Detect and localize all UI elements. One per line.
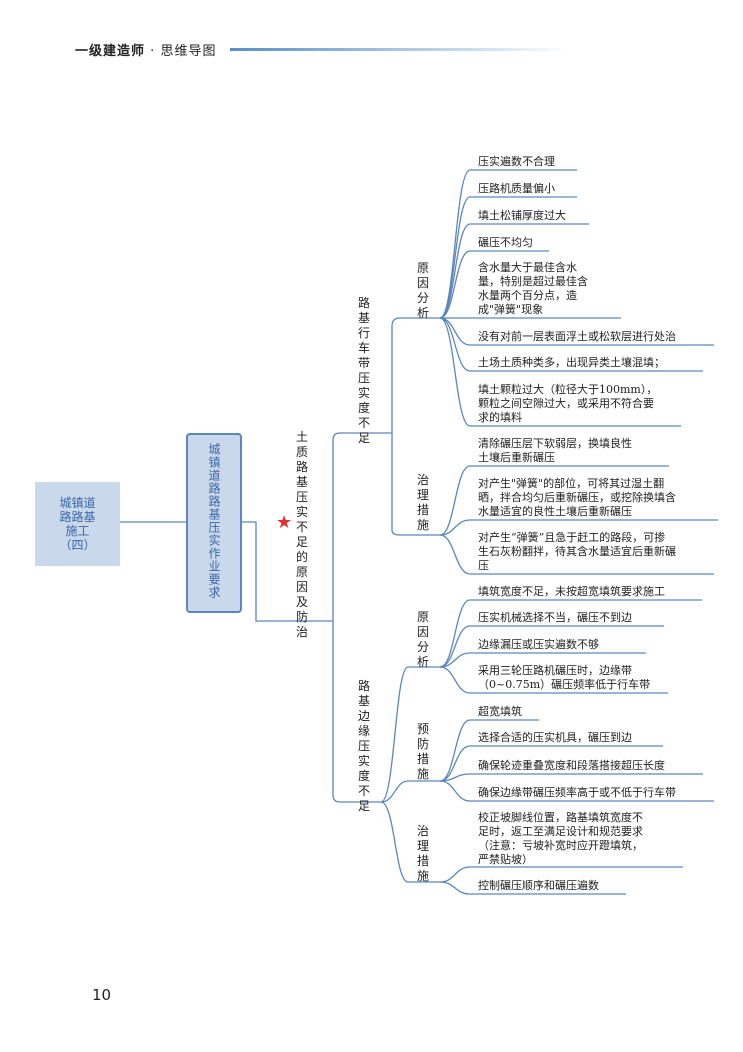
leaf-item: 确保轮迹重叠宽度和段落搭接超压长度 xyxy=(478,759,665,772)
leaf-item: 压实遍数不合理 xyxy=(478,155,555,168)
leaf-item: 土场土质种类多，出现异类土壤混填； xyxy=(478,356,665,369)
level1-node: 城镇道路路基压实作业要求 xyxy=(186,433,242,613)
header-rule xyxy=(230,48,570,51)
leaf-item: 对产生"弹簧"的部位，可将其过湿土翻 晒，拌合均匀后重新碾压，或挖除换填含 水量… xyxy=(478,477,676,518)
group-label: 原因分析 xyxy=(416,261,429,320)
group-label: 治理措施 xyxy=(416,824,429,883)
header-series: 一级建造师 xyxy=(75,44,146,59)
leaf-item: 填土颗粒过大（粒径大于100mm）， 颗粒之间空隙过大，或采用不符合要 求的填料 xyxy=(478,383,658,424)
level1-label: 城镇道路路基压实作业要求 xyxy=(207,443,221,599)
root-label: 城镇道 路路基 施工 （四） xyxy=(59,496,96,552)
group-label: 原因分析 xyxy=(416,610,429,669)
leaf-item: 清除碾压层下软弱层，换填良性 土壤后重新碾压 xyxy=(478,437,632,464)
leaf-item: 没有对前一层表面浮土或松软层进行处治 xyxy=(478,330,676,343)
header-subtitle: 思维导图 xyxy=(160,44,217,59)
leaf-item: 超宽填筑 xyxy=(478,705,522,718)
star-icon: ★ xyxy=(276,512,293,533)
leaf-item: 含水量大于最佳含水 量，特别是超过最佳含 水量两个百分点，造 成"弹簧"现象 xyxy=(478,261,588,316)
leaf-item: 选择合适的压实机具，碾压到边 xyxy=(478,731,632,744)
leaf-item: 确保边缘带碾压频率高于或不低于行车带 xyxy=(478,786,676,799)
leaf-item: 碾压不均匀 xyxy=(478,236,533,249)
page-number: 10 xyxy=(92,986,112,1004)
group-label: 治理措施 xyxy=(416,473,429,532)
leaf-item: 填土松铺厚度过大 xyxy=(478,209,566,222)
header-dot: · xyxy=(150,44,156,59)
leaf-item: 填筑宽度不足，未按超宽填筑要求施工 xyxy=(478,585,665,598)
leaf-item: 控制碾压顺序和碾压遍数 xyxy=(478,879,599,892)
leaf-item: 边缘漏压或压实遍数不够 xyxy=(478,638,599,651)
header-title: 一级建造师 · 思维导图 xyxy=(75,40,216,59)
root-node: 城镇道 路路基 施工 （四） xyxy=(35,482,120,566)
leaf-item: 对产生“弹簧”且急于赶工的路段，可掺 生石灰粉翻拌，待其含水量适宜后重新碾 压 xyxy=(478,531,676,572)
leaf-item: 校正坡脚线位置，路基填筑宽度不 足时，返工至满足设计和规范要求 （注意：亏坡补宽… xyxy=(478,811,643,866)
branch-label: 路基行车带压实度不足 xyxy=(357,296,370,445)
group-label: 预防措施 xyxy=(416,722,429,781)
branch-label: 路基边缘压实度不足 xyxy=(357,679,370,813)
leaf-item: 压路机质量偏小 xyxy=(478,182,555,195)
leaf-item: 采用三轮压路机碾压时，边缘带 （0~0.75m）碾压频率低于行车带 xyxy=(478,664,651,691)
leaf-item: 压实机械选择不当，碾压不到边 xyxy=(478,611,632,624)
level2-label: 土质路基压实不足的原因及防治 xyxy=(295,430,308,639)
